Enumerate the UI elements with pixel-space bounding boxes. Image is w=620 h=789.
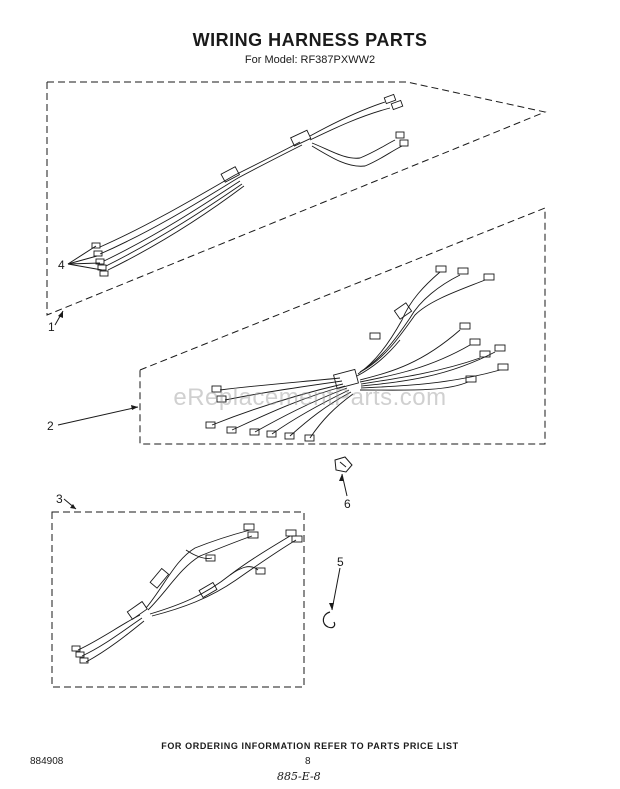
callout-2: 2	[47, 419, 54, 433]
callout-4: 4	[58, 258, 65, 272]
callout-6: 6	[344, 497, 351, 511]
harness-2-wires	[205, 265, 509, 442]
ordering-note: FOR ORDERING INFORMATION REFER TO PARTS …	[161, 741, 459, 751]
watermark: eReplacementParts.com	[173, 384, 447, 411]
leader-arrowheads	[58, 311, 344, 610]
part-number: 884908	[30, 756, 64, 767]
harness-1-box	[46, 81, 547, 316]
page-title: WIRING HARNESS PARTS	[192, 30, 428, 50]
model-number: RF387PXWW2	[300, 54, 376, 66]
harness-3-wires	[71, 523, 303, 664]
part-6-connector	[334, 456, 353, 473]
model-subtitle: For Model:RF387PXWW2	[0, 54, 620, 66]
callout-1: 1	[48, 320, 55, 334]
callout-5: 5	[337, 555, 344, 569]
part-5-clip	[322, 611, 336, 629]
harness-3-box	[51, 511, 305, 688]
callout-3: 3	[56, 492, 63, 506]
harness-2-box	[139, 207, 546, 445]
handwritten-note: 885-E-8	[277, 770, 321, 783]
model-label: For Model:	[244, 54, 298, 66]
page-number: 8	[305, 756, 311, 767]
harness-1-wires	[91, 93, 409, 277]
